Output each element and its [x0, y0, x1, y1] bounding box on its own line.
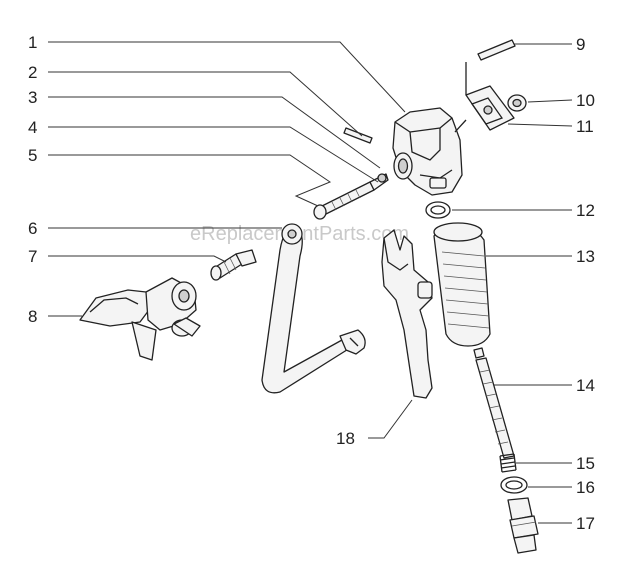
callout-8: 8: [28, 307, 37, 326]
callout-2: 2: [28, 63, 37, 82]
part-lock-plate: [454, 62, 515, 133]
callout-9: 9: [576, 35, 585, 54]
callout-3: 3: [28, 88, 37, 107]
part-trigger: [381, 229, 433, 399]
callout-10: 10: [576, 91, 595, 110]
callout-1: 1: [28, 33, 37, 52]
leader-lines: [48, 41, 573, 524]
callout-4: 4: [28, 118, 37, 137]
callout-5: 5: [28, 146, 37, 165]
callout-12: 12: [576, 201, 595, 220]
callout-labels: 1 2 3 4 5 6 7 8 9 10 11 12 13 14 15 16 1…: [28, 33, 595, 533]
callout-14: 14: [576, 376, 595, 395]
callout-6: 6: [28, 219, 37, 238]
part-tip-guard: [79, 277, 201, 361]
part-tip-adapter: [210, 249, 257, 281]
part-handle-grip: [433, 222, 491, 347]
part-o-ring-16: [500, 476, 528, 494]
callout-7: 7: [28, 247, 37, 266]
part-inlet-fitting: [507, 497, 539, 554]
part-spring: [499, 453, 517, 473]
callout-16: 16: [576, 478, 595, 497]
part-needle-assembly: [313, 173, 389, 220]
callout-17: 17: [576, 514, 595, 533]
part-nut: [507, 94, 527, 112]
part-small-pin: [343, 127, 373, 144]
part-o-ring-12: [425, 201, 451, 219]
part-gun-head: [392, 107, 463, 196]
part-pin: [477, 39, 516, 61]
callout-18: 18: [336, 429, 355, 448]
callout-15: 15: [576, 454, 595, 473]
part-trigger-guard: [261, 223, 366, 394]
part-filter: [473, 347, 515, 459]
callout-13: 13: [576, 247, 595, 266]
callout-11: 11: [576, 117, 594, 136]
